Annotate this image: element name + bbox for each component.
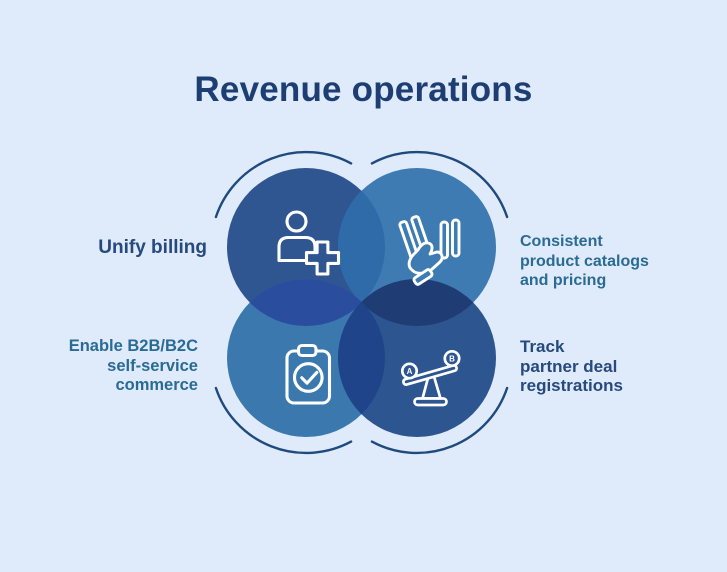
clipboard-tab	[296, 343, 318, 358]
arc-top-left	[214, 150, 353, 219]
add-user-plus	[304, 240, 341, 276]
bill-vertical-1	[439, 220, 449, 260]
add-user-icon	[277, 210, 341, 276]
check-mark	[300, 370, 319, 385]
bill-vertical-2	[451, 218, 461, 258]
label-line: commerce	[115, 376, 198, 394]
arc-bottom-left	[214, 386, 353, 455]
label-line: partner deal	[520, 356, 618, 376]
label-track-registrations: Track partner deal registrations	[520, 337, 623, 396]
circle-bottom-left	[227, 279, 385, 437]
add-user-head	[285, 210, 308, 233]
clipboard-check-icon	[285, 343, 332, 405]
scale-base	[413, 397, 448, 407]
arc-top-right	[370, 150, 509, 219]
label-consistent-catalogs: Consistent product catalogs and pricing	[520, 232, 649, 291]
add-user-body	[277, 235, 317, 263]
hand-catching-bills-icon	[398, 215, 461, 286]
hand-cuff	[412, 268, 434, 286]
hand-shape	[407, 241, 444, 275]
circle-top-left	[227, 168, 385, 326]
label-line: self-service	[107, 356, 198, 375]
label-unify-billing: Unify billing	[98, 237, 207, 258]
scale-pan-a	[400, 362, 419, 380]
scale-beam	[402, 364, 458, 386]
scale-pan-b	[443, 349, 461, 368]
page-title: Revenue operations	[194, 70, 533, 109]
circle-bottom-right	[338, 279, 496, 437]
circle-top-right	[338, 168, 496, 326]
scale-label-a: A	[407, 367, 413, 376]
label-line: registrations	[520, 376, 623, 395]
label-line: and pricing	[520, 272, 607, 289]
scale-label-b: B	[449, 355, 455, 364]
label-enable-self-service: Enable B2B/B2C self-service commerce	[69, 337, 198, 396]
label-line: Track	[520, 337, 565, 356]
balance-scale-icon: A B	[400, 349, 461, 407]
label-line: Enable B2B/B2C	[68, 337, 198, 355]
check-circle	[292, 362, 324, 393]
label-line: product catalogs	[520, 252, 649, 270]
label-line: Consistent	[520, 233, 603, 250]
outer-arcs	[214, 150, 509, 455]
arc-bottom-right	[370, 386, 509, 455]
